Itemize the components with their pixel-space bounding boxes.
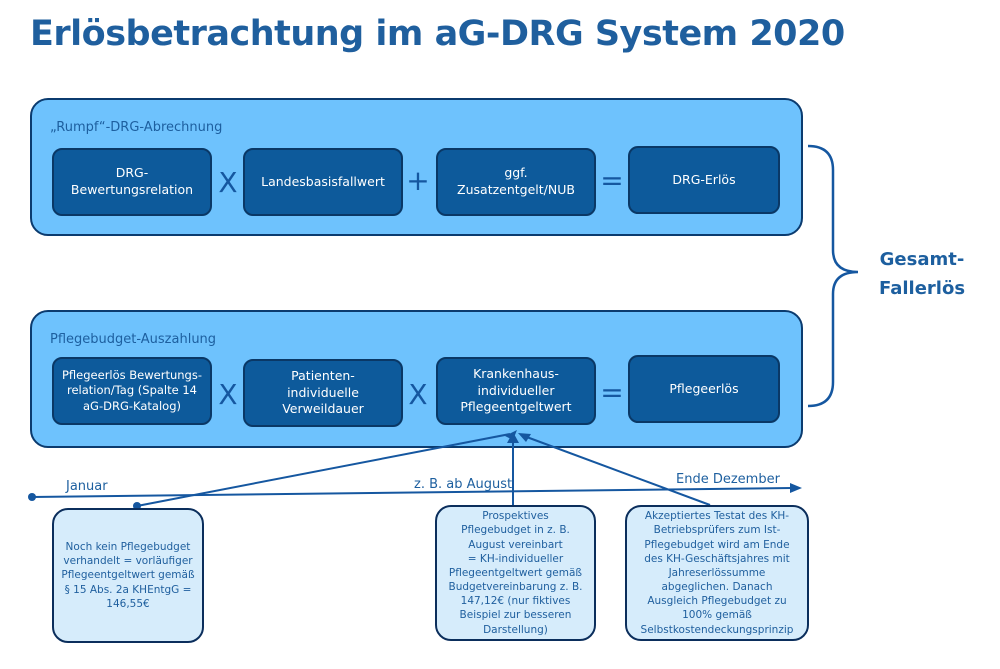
note-dezember: Akzeptiertes Testat des KH- Betriebsprüf… bbox=[625, 505, 809, 641]
multiply-operator: X bbox=[218, 378, 238, 411]
timeline-arrow bbox=[790, 483, 802, 493]
arrowhead bbox=[518, 433, 531, 442]
note-januar: Noch kein Pflegebudget verhandelt = vorl… bbox=[52, 508, 204, 643]
pflege-panel-label: Pflegebudget-Auszahlung bbox=[50, 332, 217, 347]
arrowhead bbox=[505, 430, 517, 440]
plus-operator: + bbox=[406, 164, 430, 197]
timeline-start-dot bbox=[28, 493, 36, 501]
gesamt-fallerloes-label: Gesamt- Fallerlös bbox=[878, 249, 966, 299]
multiply-operator: X bbox=[408, 378, 428, 411]
multiply-operator: X bbox=[218, 166, 238, 199]
drg-bewertungsrelation-box: DRG- Bewertungsrelation bbox=[52, 148, 212, 216]
timeline-label-august: z. B. ab August bbox=[414, 477, 513, 492]
landesbasisfallwert-box: Landesbasisfallwert bbox=[243, 148, 403, 216]
page-title: Erlösbetrachtung im aG-DRG System 2020 bbox=[30, 14, 845, 54]
arrow-dezember bbox=[523, 435, 711, 506]
zusatzentgelt-box: ggf. Zusatzentgelt/NUB bbox=[436, 148, 596, 216]
verweildauer-box: Patienten- individuelle Verweildauer bbox=[243, 359, 403, 427]
timeline-label-januar: Januar bbox=[66, 479, 108, 494]
timeline-line bbox=[31, 487, 793, 498]
note-august: Prospektives Pflegebudget in z. B. Augus… bbox=[435, 505, 596, 641]
drg-panel-label: „Rumpf“-DRG-Abrechnung bbox=[50, 120, 223, 135]
arrow-januar bbox=[136, 433, 511, 507]
pflegeerloes-bewertungsrelation-box: Pflegeerlös Bewertungs- relation/Tag (Sp… bbox=[52, 357, 212, 425]
equals-operator: = bbox=[600, 164, 624, 197]
pflegeentgeltwert-box: Krankenhaus- individueller Pflegeentgelt… bbox=[436, 357, 596, 425]
equals-operator: = bbox=[600, 376, 624, 409]
curly-brace bbox=[807, 144, 859, 408]
timeline-label-dezember: Ende Dezember bbox=[676, 472, 780, 487]
drg-erloes-box: DRG-Erlös bbox=[628, 146, 780, 214]
pflegeerloes-box: Pflegeerlös bbox=[628, 355, 780, 423]
